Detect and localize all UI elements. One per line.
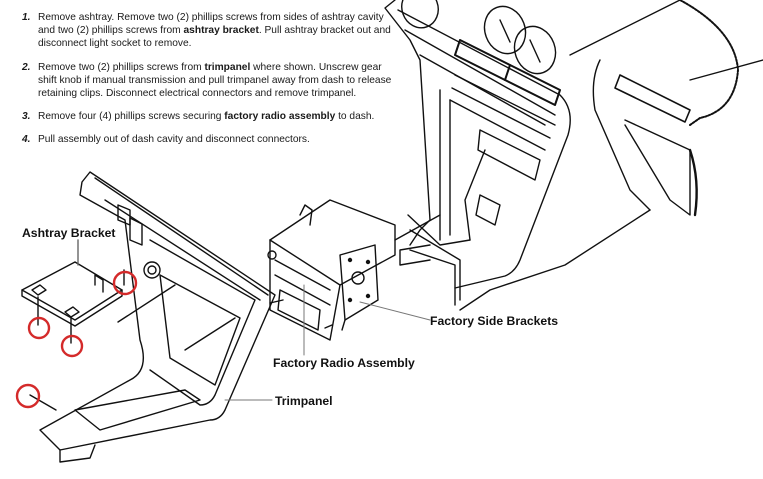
instruction-step-2: 2. Remove two (2) phillips screws from t… [22, 61, 392, 100]
label-ashtray-bracket: Ashtray Bracket [22, 226, 116, 240]
step-number: 3. [22, 111, 31, 123]
callout-leaders [224, 284, 431, 401]
dashboard-illustration [384, 0, 571, 306]
step-number: 1. [22, 12, 31, 23]
ashtray-bracket-illustration [21, 239, 123, 327]
trimpanel-illustration [39, 171, 276, 463]
highlight-circle [60, 334, 84, 358]
instruction-step-3: 3. Remove four (4) phillips screws secur… [22, 111, 375, 123]
factory-radio-assembly-illustration [267, 199, 441, 341]
label-trimpanel: Trimpanel [275, 394, 333, 408]
highlight-circle [15, 383, 41, 409]
step-number: 4. [22, 134, 31, 146]
highlight-circle [27, 316, 51, 340]
step-number: 2. [22, 61, 31, 73]
instruction-list: 1. Remove ashtray. Remove two (2) philli… [22, 11, 392, 157]
label-factory-side-brackets: Factory Side Brackets [430, 314, 559, 328]
side-console-illustration [459, 0, 763, 311]
instruction-step-4: 4. Pull assembly out of dash cavity and … [22, 134, 310, 146]
instruction-step-1: 1. Remove ashtray. Remove two (2) philli… [22, 12, 391, 50]
screw-highlight-circles [15, 270, 138, 409]
highlight-circle [112, 270, 138, 296]
label-factory-radio-assembly: Factory Radio Assembly [273, 356, 415, 370]
